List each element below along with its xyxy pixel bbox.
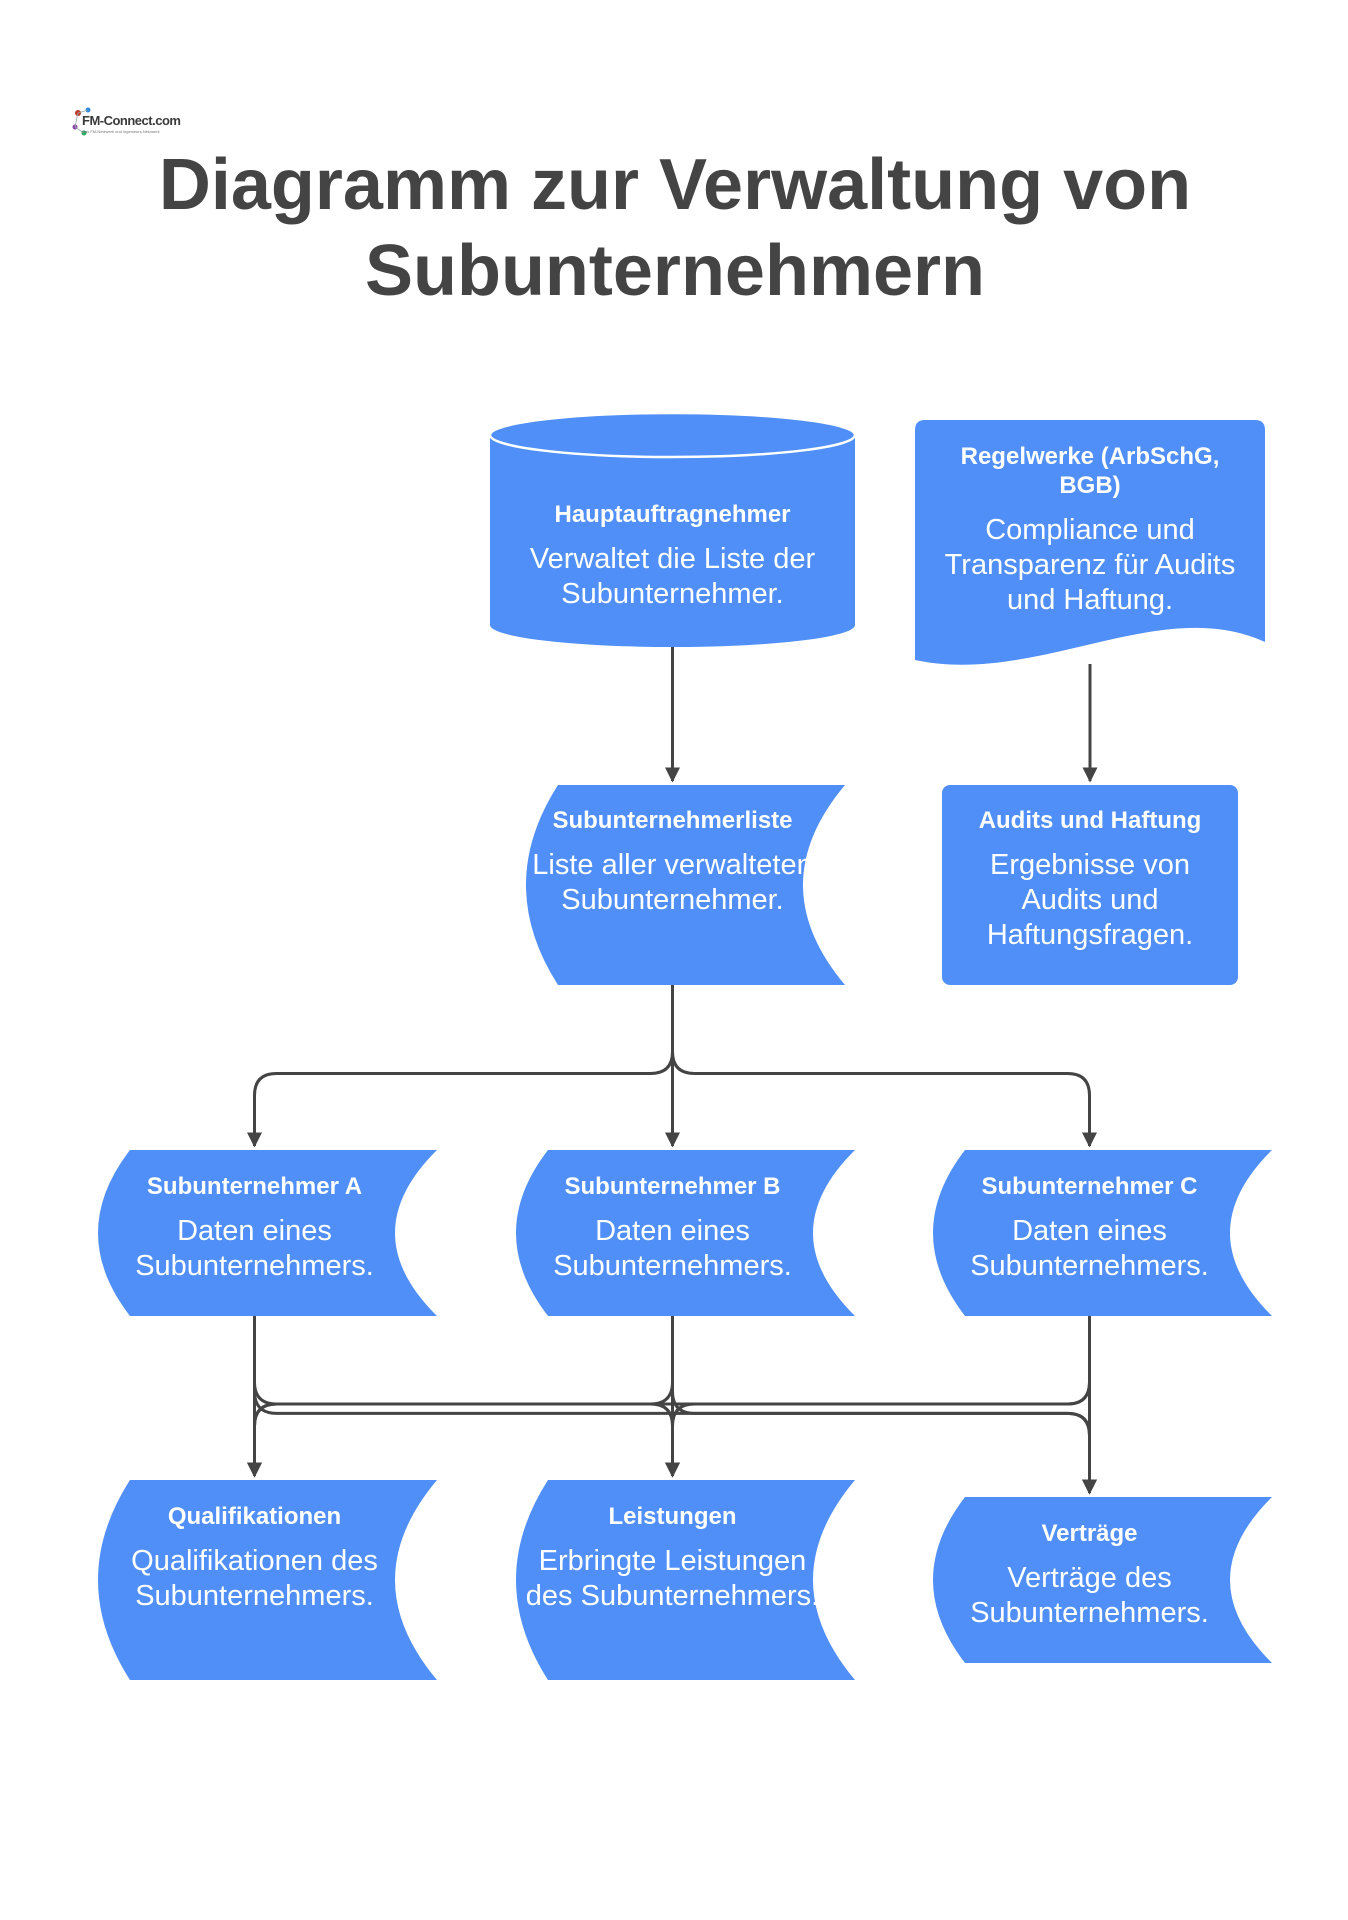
connector-sub-a-to-leistungen [253,1316,680,1478]
node-title: Qualifikationen [167,1503,342,1530]
node-title: Verträge [1041,1520,1138,1547]
node-label-sub-c: Subunternehmer C Daten eines Subunternehm… [930,1172,1250,1284]
node-title: Subunternehmer B [564,1173,781,1200]
node-description: Verwaltet die Liste der Subunternehmer. [529,543,816,610]
node-description: Daten eines Subunternehmers. [135,1215,374,1282]
node-shape [98,1480,437,1680]
logo-text: FM-Connect.com [82,113,181,128]
node-shape [942,785,1238,985]
node-title: Audits und Haftung [978,807,1202,834]
node-title: Leistungen [608,1503,737,1530]
node-vertraege [933,1497,1272,1663]
node-hauptauftragnehmer [488,411,857,647]
node-description: Compliance und Transparenz für Audits un… [944,514,1236,616]
node-sub-b [516,1150,855,1316]
node-regelwerke [915,420,1265,665]
node-description: Daten eines Subunternehmers. [970,1215,1209,1282]
node-shape [526,785,845,985]
node-label-sub-a: Subunternehmer A Daten eines Subunternehm… [95,1172,415,1284]
node-description: Daten eines Subunternehmers. [553,1215,792,1282]
node-shape [933,1150,1272,1316]
logo: FM-Connect.com Das FM-Netzwerk und Ingen… [70,103,181,143]
node-description: Erbringte Leistungen des Subunternehmers… [525,1545,820,1612]
node-title: Subunternehmer A [146,1173,363,1200]
connector-liste-to-sub-a [247,985,674,1148]
node-shape [98,1150,437,1316]
node-label-regelwerke: Regelwerke (ArbSchG, BGB) Compliance und … [930,442,1250,618]
node-leistungen [516,1480,855,1680]
node-sub-a [98,1150,437,1316]
node-description: Liste aller verwalteten Subunternehmer. [532,849,813,916]
connector-sub-b-to-qualifikationen [247,1316,674,1478]
node-shape [933,1497,1272,1663]
logo-subtitle: Das FM-Netzwerk und Ingenieurs-Netzwerk [82,129,160,134]
node-description: Qualifikationen des Subunternehmers. [131,1545,378,1612]
node-title: Subunternehmer C [981,1173,1198,1200]
node-shape [516,1480,855,1680]
logo-network-icon [72,107,91,136]
node-description: Verträge des Subunternehmers. [970,1562,1209,1629]
node-description: Ergebnisse von Audits und Haftungsfragen… [986,849,1194,951]
node-title: Subunternehmerliste [552,807,793,834]
connectors [247,647,1098,1495]
node-shape-top [488,411,857,459]
connector-sub-c-to-leistungen [665,1316,1091,1478]
node-qualifikationen [98,1480,437,1680]
node-sub-c [933,1150,1272,1316]
nodes [98,411,1272,1680]
node-shape [915,420,1265,665]
node-title: Regelwerke (ArbSchG, BGB) [960,443,1220,499]
page-title: Diagramm zur Verwaltung von Subunternehm… [158,145,1192,311]
node-title: Hauptauftragnehmer [554,501,791,528]
node-shape-body [490,435,855,647]
node-liste [526,785,845,985]
node-label-sub-b: Subunternehmer B Daten eines Subunternehm… [513,1172,833,1284]
node-shape [516,1150,855,1316]
node-audits [942,785,1238,985]
connector-liste-to-sub-c [671,985,1097,1148]
